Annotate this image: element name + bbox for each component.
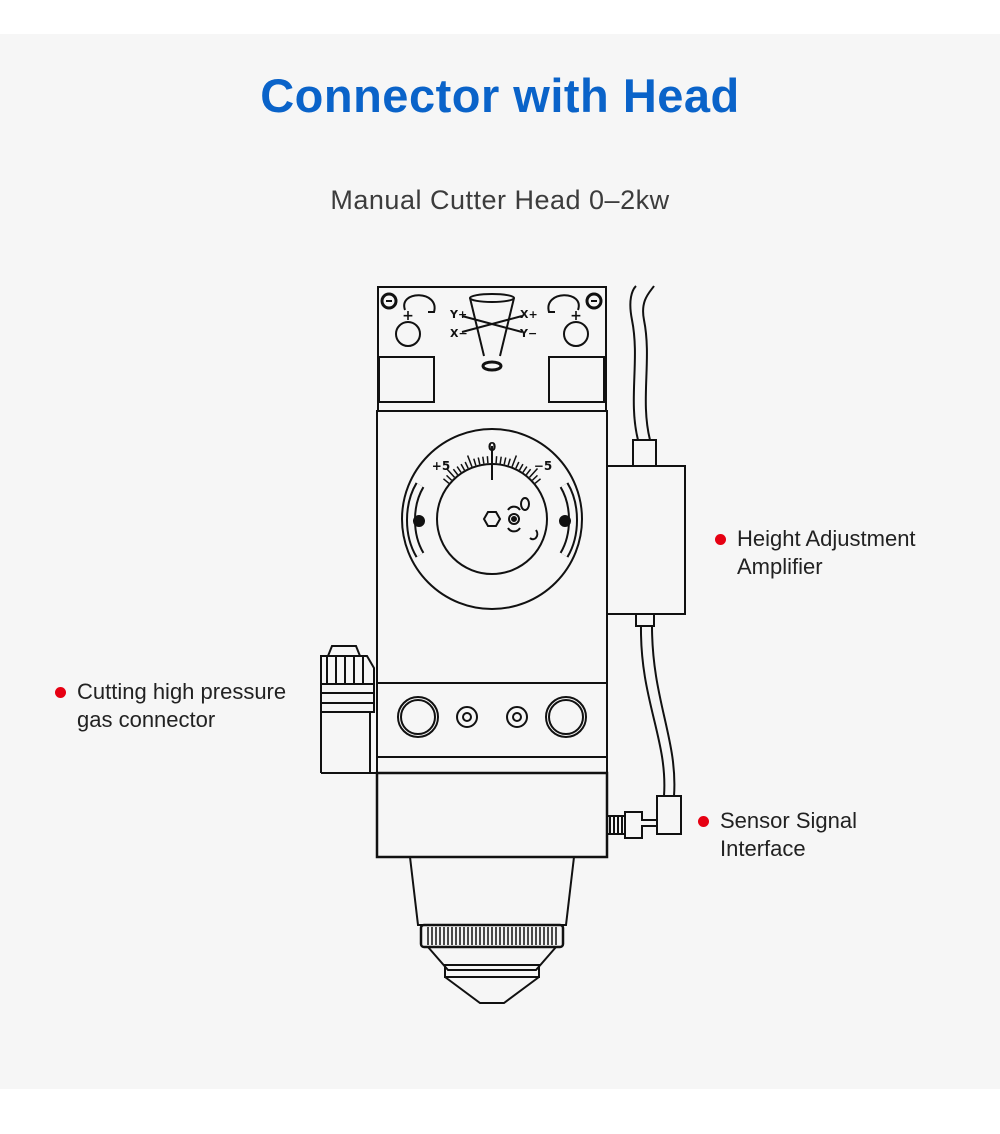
dial-tick <box>507 458 511 466</box>
label-height-adjustment-amplifier: Height Adjustment Amplifier <box>715 525 916 581</box>
label-line-1: Sensor Signal <box>720 808 857 833</box>
dial-tick <box>460 463 466 471</box>
dial-tick <box>446 474 453 481</box>
dial-tick <box>525 468 532 476</box>
focus-dial <box>436 463 548 575</box>
dial-tick <box>442 478 450 484</box>
dial-tick <box>515 461 520 469</box>
sensor-connector <box>606 625 682 839</box>
dial-tick <box>456 466 462 473</box>
label-line-2: gas connector <box>77 707 216 732</box>
svg-text:+5: +5 <box>432 459 450 473</box>
top-bracket: + + Y+ X+ X− Y− <box>377 286 607 412</box>
dial-tick <box>477 457 481 465</box>
label-line-1: Cutting high pressure <box>77 679 287 704</box>
main-body: 0 +5 −5 <box>375 410 609 859</box>
svg-text:+: + <box>402 308 414 324</box>
page-title: Connector with Head <box>260 69 740 122</box>
svg-text:X−: X− <box>450 327 468 340</box>
dial-tick <box>495 456 498 464</box>
page-subtitle: Manual Cutter Head 0–2kw <box>330 185 670 215</box>
red-bullet-icon <box>715 534 726 545</box>
dial-tick <box>499 456 502 464</box>
red-bullet-icon <box>698 816 709 827</box>
svg-text:Y−: Y− <box>519 327 537 340</box>
amplifier-box <box>606 285 686 627</box>
dial-tick <box>464 461 469 469</box>
dial-tick <box>511 455 518 467</box>
dial-tick <box>518 463 524 471</box>
focus-dial-ring <box>401 428 583 610</box>
dial-tick <box>482 456 485 464</box>
svg-text:−5: −5 <box>534 459 552 473</box>
svg-text:0: 0 <box>488 440 496 454</box>
svg-text:X+: X+ <box>520 308 538 321</box>
nozzle <box>409 856 575 1004</box>
dial-tick <box>452 468 459 476</box>
red-bullet-icon <box>55 687 66 698</box>
svg-text:Y+: Y+ <box>449 308 467 321</box>
dial-tick <box>528 467 539 478</box>
label-line-2: Interface <box>720 836 806 861</box>
dial-tick <box>486 456 489 464</box>
dial-tick <box>473 458 477 466</box>
dial-tick <box>534 478 542 484</box>
dial-tick <box>466 455 473 467</box>
label-line-1: Height Adjustment <box>737 526 916 551</box>
dial-tick <box>522 466 528 473</box>
label-line-2: Amplifier <box>737 554 823 579</box>
svg-text:+: + <box>570 308 582 324</box>
dial-tick <box>445 467 456 478</box>
label-gas-connector: Cutting high pressure gas connector <box>55 678 287 734</box>
dial-tick <box>503 457 507 465</box>
dial-tick <box>531 474 538 481</box>
gas-connector <box>320 645 377 774</box>
content-panel <box>0 34 1000 1089</box>
label-sensor-signal-interface: Sensor Signal Interface <box>698 807 857 863</box>
